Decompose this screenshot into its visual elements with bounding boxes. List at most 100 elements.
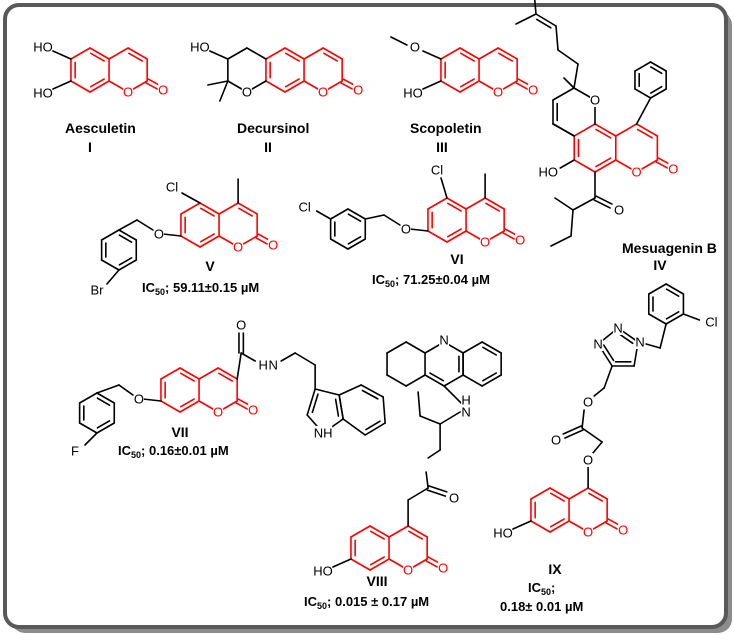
atom-o: O (632, 165, 642, 180)
carbonyl-bond (426, 489, 447, 497)
aryl-bond (78, 392, 98, 404)
bond-9 (207, 80, 229, 86)
carbonyl-bond (147, 78, 161, 86)
bond-0 (52, 50, 72, 60)
ic50-vii: IC50; 0.16±0.01 µM (118, 443, 229, 460)
coumarin-c3-c4-inner (485, 202, 500, 212)
atom-label-backdrop (295, 200, 314, 214)
coumarin-c3-c4 (127, 47, 148, 60)
bond-inner (311, 393, 319, 414)
bond-28 (533, 0, 537, 15)
carbonyl-bond (562, 425, 583, 435)
coumarin-benzo-bond (284, 80, 305, 93)
bond-68 (419, 415, 441, 425)
atom-label-backdrop (403, 86, 422, 100)
phenyl-bond-inner (650, 66, 663, 75)
atom-label-backdrop (87, 283, 106, 297)
atom-ho: HO (313, 564, 333, 579)
bond-52 (236, 352, 242, 380)
coumarin-benzo-bond (530, 520, 551, 533)
bond-46 (364, 214, 385, 220)
coumarin-benzo-bond (180, 235, 201, 248)
bond-50 (96, 384, 120, 394)
aryl-bond (329, 238, 349, 250)
ic50-ix: IC50; (528, 580, 555, 597)
atom-label-backdrop (480, 235, 491, 249)
bond-70 (439, 411, 461, 425)
coumarin-benzo-bond (265, 80, 286, 93)
atom-label-backdrop (268, 358, 279, 372)
bond-11 (422, 50, 442, 60)
bond-77 (512, 520, 532, 530)
aryl-bond (100, 259, 120, 271)
bond-64 (407, 487, 429, 501)
coumarin-c3-c4-inner (588, 492, 603, 502)
atom-label-backdrop (123, 85, 134, 99)
tacrine-pyridine-bond (424, 374, 445, 387)
coumarin-benzo-bond (573, 123, 596, 137)
phenyl-bond (649, 61, 667, 72)
coumarin-benzo-bond (427, 197, 448, 210)
tacrine-benzo-bond (462, 341, 483, 354)
numeral-i: I (88, 139, 92, 155)
coumarin-benzo-bond (594, 123, 617, 137)
atom-o: O (134, 392, 144, 407)
atom-o: O (318, 85, 328, 100)
bond-45 (383, 214, 401, 226)
bond-57 (314, 388, 340, 396)
bond-80 (581, 427, 603, 443)
aryl-bond (347, 208, 367, 220)
bond-41 (106, 269, 120, 285)
bond-8 (209, 50, 229, 60)
atom-o: O (410, 40, 420, 55)
tacrine-benzo-bond (481, 341, 502, 354)
bond-73 (386, 374, 407, 387)
atom-label-backdrop (593, 337, 604, 351)
coumarin-benzo-bond (89, 80, 110, 93)
carbonyl-bond (564, 429, 584, 439)
atom-label-backdrop (539, 165, 558, 179)
chlorophenyl-bond (647, 313, 667, 325)
atom-o: O (551, 433, 561, 448)
atom-label-backdrop (438, 561, 449, 575)
coumarin-benzo-bond (89, 47, 110, 60)
carbonyl-bond (428, 485, 448, 493)
carbonyl-bond (427, 556, 441, 564)
indole-benzo-bond (338, 384, 362, 396)
atom-o: O (123, 85, 133, 100)
atom-n: N (635, 335, 644, 350)
bond-75 (386, 341, 407, 354)
coumarin-benzo-bond (573, 159, 596, 173)
carbonyl-bond (255, 237, 268, 245)
coumarin-benzo-bond-inner (369, 556, 385, 566)
atom-label-backdrop (583, 453, 594, 467)
atom-cl: Cl (705, 315, 717, 330)
atom-ho: HO (493, 526, 513, 541)
chlorophenyl-bond (665, 313, 685, 325)
atom-n: N (593, 337, 602, 352)
bond-23 (573, 63, 579, 89)
bond-21 (552, 123, 576, 137)
bond-62 (332, 558, 352, 568)
atom-o: O (242, 85, 252, 100)
atom-o: O (403, 563, 413, 578)
coumarin-benzo-bond (594, 159, 617, 173)
coumarin-c3-c4-inner (128, 52, 143, 62)
coumarin-c3-c4 (484, 197, 505, 210)
coumarin-benzo-bond (160, 367, 181, 380)
label-aesculetin: Aesculetin (65, 120, 136, 136)
coumarin-benzo-bond (459, 47, 480, 60)
coumarin-c3-c4-inner (498, 52, 513, 62)
bond-25 (555, 25, 559, 51)
coumarin-c4-c3 (478, 47, 499, 60)
bond-51 (84, 432, 98, 446)
carbonyl-bond (504, 228, 518, 236)
atom-o: O (583, 525, 593, 540)
carbonyl-bond (502, 232, 515, 240)
atom-h: H (258, 358, 267, 373)
chlorophenyl-bond (665, 283, 685, 295)
atom-ho: HO (190, 40, 210, 55)
indole-benzo-bond (364, 422, 386, 436)
